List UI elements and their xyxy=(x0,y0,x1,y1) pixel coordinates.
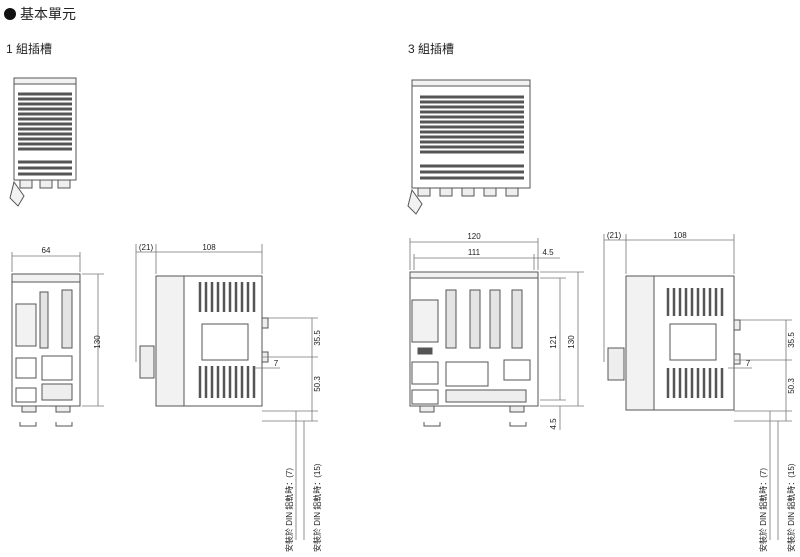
dim-front-width-inner: 111 xyxy=(468,248,481,257)
dim-front-offset: 4.5 xyxy=(542,248,554,257)
din-rail-note-15: 安裝於 DIN 鋁軌時：(15) xyxy=(786,463,796,552)
unit-1slot-side xyxy=(139,275,269,407)
dim-upper-offset: 35.5 xyxy=(787,332,796,348)
section-heading: 基本單元 xyxy=(4,4,76,24)
unit-3slot-perspective xyxy=(407,79,531,215)
bullet-icon xyxy=(4,8,16,20)
dim-tab: 7 xyxy=(746,359,751,368)
dim-lower-offset: 50.3 xyxy=(313,376,322,392)
dim-upper-offset: 35.5 xyxy=(313,330,322,346)
din-rail-note-7: 安裝於 DIN 鋁軌時：(7) xyxy=(284,468,294,552)
dim-side-offset: (21) xyxy=(607,231,622,240)
din-rail-note-7: 安裝於 DIN 鋁軌時：(7) xyxy=(758,468,768,552)
section-title: 基本單元 xyxy=(20,6,76,22)
dim-front-bottom: 4.5 xyxy=(549,418,558,430)
variant-label-1-slot: 1 組插槽 xyxy=(6,42,53,56)
dim-side-depth: 108 xyxy=(202,243,216,252)
unit-1slot-front xyxy=(11,273,81,427)
unit-3slot-front xyxy=(409,271,539,427)
dim-side-offset: (21) xyxy=(139,243,154,252)
dim-lower-offset: 50.3 xyxy=(787,378,796,394)
variant-label-3-slot: 3 組插槽 xyxy=(408,42,455,56)
unit-3slot-side xyxy=(607,275,741,411)
dim-front-height-inner: 121 xyxy=(549,335,558,349)
dim-front-height: 130 xyxy=(93,335,102,349)
dim-front-height: 130 xyxy=(567,335,576,349)
dim-tab: 7 xyxy=(274,359,279,368)
dim-front-width-total: 120 xyxy=(467,232,481,241)
din-rail-note-15: 安裝於 DIN 鋁軌時：(15) xyxy=(312,463,322,552)
dim-side-depth: 108 xyxy=(673,231,687,240)
dim-front-width: 64 xyxy=(42,246,51,255)
unit-1slot-perspective xyxy=(9,77,77,207)
